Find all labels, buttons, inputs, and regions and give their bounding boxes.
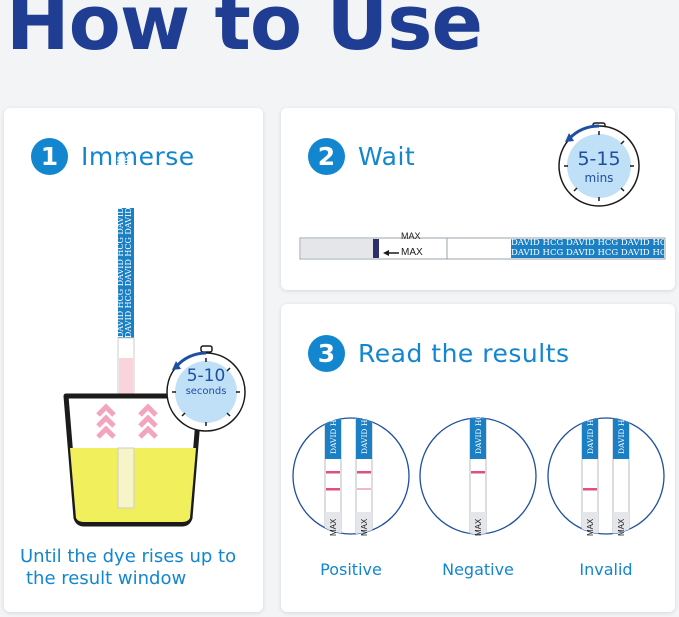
timer-icon [558, 122, 640, 207]
result-label-positive: Positive [320, 560, 382, 579]
horizontal-strip-illustration [299, 122, 666, 260]
step-2-badge: 2 [308, 138, 345, 175]
timer-2-sub: mins [584, 171, 614, 185]
step-1-title: Immerse [81, 142, 195, 171]
step-card-results: 3 Read the results [281, 304, 675, 612]
step-card-immerse: 1 Immerse DAVID HCG DAVID HCG DAVID HCG … [4, 108, 263, 612]
strip-brand-area [511, 239, 664, 258]
dipping-strip-illustration: DAVID HCG DAVID HCG DAVID HCG DAVID HCG … [63, 134, 246, 527]
max-label-pos-1: MAX [329, 518, 338, 536]
strip-absorbent-end [301, 239, 373, 258]
strip-brand-text-row1: DAVID HCG DAVID HCG DAVID HCG DAVID HCG [511, 238, 664, 248]
step-1-badge: 1 [31, 138, 68, 175]
timer-2-main: 5-15 [577, 148, 621, 170]
timer-icon [166, 345, 246, 432]
strip-label-pos-1: DAVID HCG [329, 408, 338, 454]
result-illustrations: DAVID HCG DAVID HCG DAVID HCG DAVID HCG … [292, 408, 665, 536]
result-invalid-illustration [547, 417, 665, 535]
step-3-title: Read the results [358, 339, 570, 368]
step-2-header: 2 Wait [308, 138, 415, 175]
strip-max-mark [373, 239, 379, 258]
timer-1-main: 5-10 [186, 366, 226, 386]
strip-label-neg: DAVID HCG [474, 408, 483, 454]
strip-label-pos-2: DAVID HCG [360, 408, 369, 454]
rise-arrows-left [96, 403, 116, 439]
strip-submerged [117, 447, 135, 509]
max-label-inv-2: MAX [617, 518, 626, 536]
step-1-header: 1 Immerse [31, 138, 195, 175]
strip-brand-text-b: DAVID HCG DAVID HCG DAVID HCG DAVID HCG [124, 134, 133, 338]
page-title: How to Use [6, 0, 483, 67]
max-label-neg: MAX [474, 518, 483, 536]
max-label-pos-2: MAX [360, 518, 369, 536]
strip-label-inv-2: DAVID HCG [617, 408, 626, 454]
strip-max-label: MAX [401, 247, 423, 258]
result-positive-illustration [292, 417, 410, 535]
strip-brand-text-row2: DAVID HCG DAVID HCG DAVID HCG DAVID HCG [511, 248, 664, 258]
strip-brand-text: DAVID HCG DAVID HCG DAVID HCG DAVID HCG … [511, 238, 664, 259]
rise-arrows-right [138, 403, 158, 439]
result-label-negative: Negative [442, 560, 514, 579]
strip-max-label-top: MAX [401, 231, 421, 241]
max-label-inv-1: MAX [586, 518, 595, 536]
strip-brand-area [118, 208, 134, 338]
step-1-caption-line2: the result window [26, 568, 187, 589]
step-3-badge: 3 [308, 335, 345, 372]
result-label-invalid: Invalid [579, 560, 633, 579]
strip-label-inv-1: DAVID HCG [586, 408, 595, 454]
strip-brand-text-a: DAVID HCG DAVID HCG DAVID HCG DAVID HCG [116, 134, 125, 338]
step-2-title: Wait [358, 142, 416, 171]
step-card-wait: 2 Wait MAX MAX [281, 108, 675, 290]
step-3-header: 3 Read the results [308, 335, 570, 372]
timer-1-sub: seconds [185, 386, 227, 397]
result-negative-illustration [419, 417, 537, 535]
step-1-caption-line1: Until the dye rises up to [20, 546, 237, 567]
